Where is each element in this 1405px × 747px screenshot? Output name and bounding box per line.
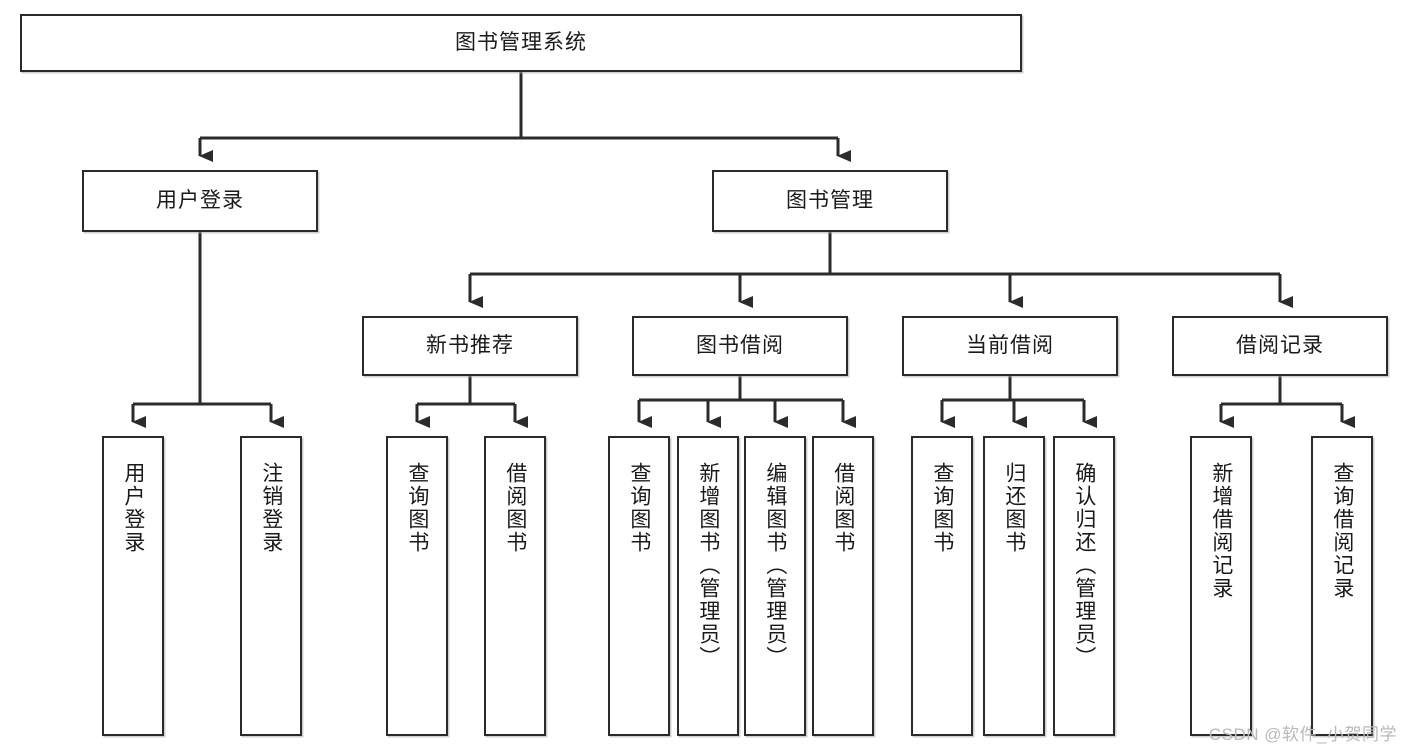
node-borrow-record[interactable]: 借阅记录 bbox=[1172, 316, 1388, 376]
node-leaf-borrow-book-2-label: 借阅图书 bbox=[831, 462, 855, 554]
node-borrow-record-label: 借阅记录 bbox=[1236, 334, 1324, 358]
node-new-book-rec-label: 新书推荐 bbox=[426, 334, 514, 358]
node-leaf-query-record-label: 查询借阅记录 bbox=[1330, 462, 1354, 600]
node-leaf-query-book-1-label: 查询图书 bbox=[405, 462, 429, 554]
node-current-borrow-label: 当前借阅 bbox=[966, 334, 1054, 358]
node-leaf-query-book-3-label: 查询图书 bbox=[930, 462, 954, 554]
node-root[interactable]: 图书管理系统 bbox=[20, 14, 1022, 72]
node-root-label: 图书管理系统 bbox=[455, 31, 587, 55]
node-leaf-user-login[interactable]: 用户登录 bbox=[102, 436, 164, 736]
node-new-book-rec[interactable]: 新书推荐 bbox=[362, 316, 578, 376]
node-book-borrow[interactable]: 图书借阅 bbox=[632, 316, 848, 376]
node-user-login-label: 用户登录 bbox=[156, 189, 244, 213]
csdn-watermark: CSDN @软件_小贺同学 bbox=[1208, 725, 1397, 744]
node-book-borrow-label: 图书借阅 bbox=[696, 334, 784, 358]
node-leaf-add-book[interactable]: 新增图书（管理员） bbox=[677, 436, 739, 736]
node-leaf-borrow-book-2[interactable]: 借阅图书 bbox=[812, 436, 874, 736]
node-leaf-add-record[interactable]: 新增借阅记录 bbox=[1190, 436, 1252, 736]
node-leaf-borrow-book-1-label: 借阅图书 bbox=[503, 462, 527, 554]
node-current-borrow[interactable]: 当前借阅 bbox=[902, 316, 1118, 376]
node-leaf-return-book-label: 归还图书 bbox=[1002, 462, 1026, 554]
node-leaf-query-book-1[interactable]: 查询图书 bbox=[386, 436, 448, 736]
node-leaf-borrow-book-1[interactable]: 借阅图书 bbox=[484, 436, 546, 736]
node-leaf-query-book-3[interactable]: 查询图书 bbox=[911, 436, 973, 736]
node-leaf-query-book-2[interactable]: 查询图书 bbox=[608, 436, 670, 736]
node-leaf-return-book[interactable]: 归还图书 bbox=[983, 436, 1045, 736]
node-leaf-user-login-label: 用户登录 bbox=[121, 462, 145, 554]
node-leaf-add-record-label: 新增借阅记录 bbox=[1209, 462, 1233, 600]
node-book-manage-label: 图书管理 bbox=[786, 189, 874, 213]
node-leaf-logout-label: 注销登录 bbox=[259, 462, 283, 554]
node-book-manage[interactable]: 图书管理 bbox=[712, 170, 948, 232]
node-leaf-edit-book-label: 编辑图书（管理员） bbox=[763, 462, 787, 669]
node-leaf-query-record[interactable]: 查询借阅记录 bbox=[1311, 436, 1373, 736]
node-user-login[interactable]: 用户登录 bbox=[82, 170, 318, 232]
node-leaf-edit-book[interactable]: 编辑图书（管理员） bbox=[744, 436, 806, 736]
node-leaf-logout[interactable]: 注销登录 bbox=[240, 436, 302, 736]
node-leaf-add-book-label: 新增图书（管理员） bbox=[696, 462, 720, 669]
node-leaf-confirm-return-label: 确认归还（管理员） bbox=[1072, 462, 1096, 669]
node-leaf-query-book-2-label: 查询图书 bbox=[627, 462, 651, 554]
node-leaf-confirm-return[interactable]: 确认归还（管理员） bbox=[1053, 436, 1115, 736]
